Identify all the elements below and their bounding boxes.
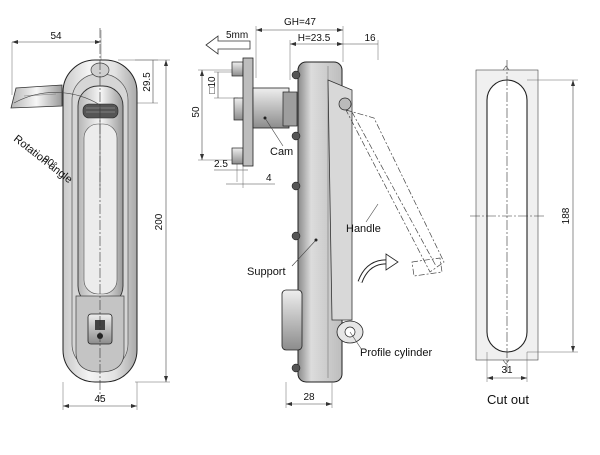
profile-cylinder-label: Profile cylinder	[360, 347, 432, 359]
support-leader	[291, 239, 317, 267]
arrowhead	[131, 404, 137, 408]
arrowhead	[571, 346, 575, 352]
handle-grip-head	[82, 103, 119, 119]
support-screw	[291, 231, 301, 241]
cam-hub	[282, 91, 298, 127]
arrowhead	[337, 28, 343, 32]
handle-leader	[365, 203, 379, 223]
break-mark	[502, 359, 510, 365]
cam-screw-bottom	[231, 147, 244, 165]
arrowhead	[286, 402, 292, 406]
dim-2-5-label: 2.5	[214, 159, 228, 170]
dim-31-label: 31	[501, 365, 513, 376]
handle-open-outline	[345, 109, 445, 273]
arrowhead	[164, 60, 168, 66]
leader-dot	[314, 238, 318, 242]
dim-50-label: 50	[191, 106, 202, 118]
rotate-arrowhead-icon	[385, 253, 399, 271]
handle-open-end	[411, 257, 443, 277]
arrowhead	[571, 80, 575, 86]
arrowhead	[521, 376, 527, 380]
handle-pivot	[338, 97, 352, 111]
arrow-5mm-icon	[205, 35, 251, 55]
rotation-arc	[13, 92, 101, 106]
arrowhead	[63, 404, 69, 408]
arrowhead	[200, 70, 204, 76]
dim-54-label: 54	[50, 31, 62, 42]
cam-screw-mid	[233, 97, 245, 121]
arrowhead	[12, 40, 18, 44]
handle-label: Handle	[346, 223, 381, 235]
arrowhead	[95, 40, 101, 44]
cam-screw-top	[231, 61, 244, 77]
leader-dot	[263, 116, 267, 120]
support-screw	[291, 363, 301, 373]
arrowhead	[164, 376, 168, 382]
handle-rotated-groove	[23, 93, 57, 97]
cam-plate	[242, 57, 254, 167]
arrowhead	[487, 376, 493, 380]
handle-rotated	[10, 84, 63, 109]
arrowhead	[200, 154, 204, 160]
support-label: Support	[247, 266, 286, 278]
handle-open-axis	[351, 111, 437, 267]
cutout-title: Cut out	[487, 392, 529, 407]
dim-h-label: H=23.5	[298, 33, 331, 44]
arrowhead	[326, 402, 332, 406]
front-view: 54 29.5 200 45	[10, 28, 170, 410]
dim-gh-label: GH=47	[284, 17, 316, 28]
profile-cylinder-leader	[349, 331, 363, 351]
cam-label: Cam	[270, 146, 293, 158]
dim-28-label: 28	[303, 392, 315, 403]
arrow-5mm-label: 5mm	[226, 30, 248, 41]
handle-recess	[83, 123, 118, 295]
dim-200-label: 200	[154, 213, 165, 230]
dim-4-label: 4	[266, 173, 272, 184]
dim-188-label: 188	[561, 207, 572, 224]
side-view: GH=47 H=23.5 16 5mm 50 □10 2.5 4	[191, 17, 445, 408]
cam-leader	[264, 117, 284, 147]
cylinder-body	[281, 289, 303, 351]
arrowhead	[337, 42, 343, 46]
arrowhead	[290, 42, 296, 46]
break-mark	[502, 65, 510, 71]
dim-29-5-label: 29.5	[142, 72, 153, 92]
rotate-arrow-icon-inner	[358, 260, 391, 283]
dim-sq10-label: □10	[207, 76, 218, 94]
handle-closed	[327, 79, 353, 321]
cutout-view: 188 31 Cut out	[470, 60, 578, 407]
support-screw	[291, 131, 301, 141]
dim-16-label: 16	[364, 33, 376, 44]
support-screw	[291, 70, 301, 80]
arrowhead	[256, 28, 262, 32]
support-screw	[291, 181, 301, 191]
